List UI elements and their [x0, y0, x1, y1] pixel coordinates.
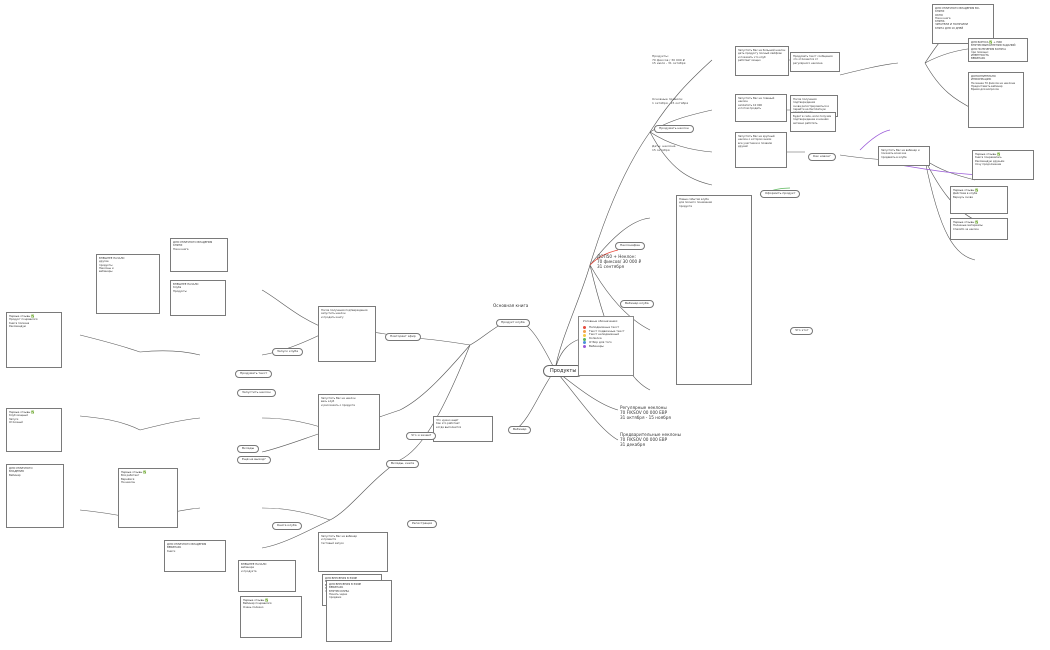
note-box[interactable]: Первые отзывы ✅ Книга понравилась Рекоме…: [972, 150, 1034, 180]
legend-item: Неподвижные текст: [583, 325, 629, 330]
label-registration[interactable]: Регистрация: [407, 520, 438, 528]
note-box[interactable]: ДЛЯ ОТЛИЧНОГО ВЛАДЕНИЯ КНИГИ Пока книга: [170, 238, 228, 272]
top-branch-item-3[interactable]: Даты: неклона 15 октября: [652, 144, 676, 152]
label-deposits[interactable]: Вклады: [237, 445, 260, 453]
note-box[interactable]: ДЛЯ ОТЛИЧНОГО ВЛАДЕНИЯ ВЕБИНАРА Книги: [164, 540, 226, 572]
note-box[interactable]: Запустить Вас на неклон весь клуб и расс…: [318, 394, 380, 450]
branch-left-top[interactable]: Основная книга: [493, 303, 529, 308]
note-box[interactable]: Первые отзывы ✅ Клуб мощный Запуск Отлич…: [6, 408, 62, 452]
legend-dot: [583, 333, 586, 337]
legend-item: Вебинары: [583, 344, 629, 349]
note-box[interactable]: Первые отзывы ✅ Продукт понравился Книга…: [6, 312, 62, 368]
legend-item: Текст подвижные текст: [583, 329, 629, 334]
pill-deposits-book[interactable]: Вклады, книга: [386, 460, 420, 468]
note-box[interactable]: Запустить Вас на вебинар и провести тест…: [318, 532, 388, 572]
note-box[interactable]: ВНЕШНЕЕ НАЧАЛО Клуба Продукты: [170, 280, 226, 316]
note-box[interactable]: ВНЕШНЕЕ НАЧАЛО вебинара и продукта: [238, 560, 296, 592]
legend-item: Текст неподвижный: [583, 333, 629, 337]
legend-dot: [583, 341, 586, 345]
label-webinar[interactable]: Вебинар клуба: [620, 300, 654, 308]
note-box[interactable]: Первые отзывы ✅ Всё работает Вернёмся На…: [118, 468, 178, 528]
note-box[interactable]: Новые события клуба для полного понимани…: [676, 195, 752, 385]
branch-right-mid2[interactable]: Предварительные неклоны 70 FIKSOV 00 000…: [620, 432, 681, 447]
legend-item: Копилка: [583, 336, 629, 341]
top-branch-item-1[interactable]: Продукты: 70 фиксов / 30 000 ₽ 15 июля -…: [652, 54, 686, 66]
top-branch-label[interactable]: Неклонифан: [615, 242, 645, 250]
note-box[interactable]: Запустить Вас на крупный неклон о которо…: [735, 132, 787, 168]
note-box[interactable]: Что нужно ещё? Как это работает когда вы…: [433, 416, 493, 442]
note-box[interactable]: ДЛЯ ОТЛИЧНОГО ВЛАДЕНИЯ ВО- КНИГИ ОКНО По…: [932, 4, 994, 44]
note-box[interactable]: Запустить Вас на главный неклон заплатит…: [735, 94, 787, 122]
note-box[interactable]: ДЛЯ БОНУСА ✅ + НИК ВНУТРИ ВЫПОЛНЕНИЯ ЗАД…: [968, 38, 1028, 62]
legend-dot: [583, 329, 586, 333]
legend-item: Отбор для того: [583, 340, 629, 345]
note-box[interactable]: Будет в силе, если получим подтверждение…: [790, 112, 836, 132]
label-launch-neklon[interactable]: Запустить неклон: [237, 389, 276, 397]
note-box[interactable]: После получения подтверждения снова реги…: [790, 95, 838, 117]
legend-dot: [583, 337, 586, 341]
note-box[interactable]: Первые отзывы ✅ Полезные материалы Спаси…: [950, 218, 1008, 240]
branch-left-bottom[interactable]: Вебинар: [508, 426, 532, 434]
note-box[interactable]: ВНЕШНЕЕ НАЧАЛО другие продукты Неклоны и…: [96, 254, 160, 314]
legend-box: Условные обозначения: Неподвижные текст …: [578, 316, 634, 376]
branch-left-product[interactable]: Продукт клуба: [496, 319, 530, 327]
label-think-text[interactable]: Продумать текст: [235, 370, 273, 378]
label-book[interactable]: Книга клуба: [272, 522, 302, 530]
legend-dot: [583, 345, 586, 349]
branch-upper[interactable]: ДОП50 + Неклон: 70 фиксов/ 30 000 ₽ 31 с…: [597, 254, 642, 269]
label-what-why[interactable]: Что и зачем?: [406, 432, 437, 440]
pill-what-is[interactable]: Что это?: [790, 327, 814, 335]
legend-title: Условные обозначения:: [583, 319, 618, 323]
legend-dot: [583, 326, 586, 330]
root-node[interactable]: Продукты: [543, 365, 584, 377]
note-box[interactable]: Запустить Вас на большой неклон дать про…: [735, 46, 789, 76]
pill-repeat-ether[interactable]: Повторяет эфир: [385, 333, 421, 341]
note-box[interactable]: Запустить Вас на вебинар и показать всем…: [878, 146, 930, 166]
top-branch-item-2[interactable]: Основные правила: 1 октября - 15 октября: [652, 97, 689, 105]
label-club-launch[interactable]: Запуск клуба: [272, 348, 304, 356]
note-box[interactable]: Первые отзывы ✅ Вебинар понравился Очень…: [240, 596, 302, 638]
label-product[interactable]: Оформить продукт: [760, 190, 801, 198]
pill-how-new[interactable]: Как новое?: [808, 153, 836, 161]
note-box[interactable]: ДЛЯ ОТЛИЧНОГО ВЛАДЕНИЯ Вебинар: [6, 464, 64, 528]
note-box[interactable]: Первые отзывы ✅ Действие в клубе Вернусь…: [950, 186, 1008, 214]
label-exit[interactable]: Ещё на выход?: [237, 456, 271, 464]
note-box[interactable]: ДЛЯ ВНЕСЕНИЯ В ЭФИР ВЕБИНАРА ВНУТРИ КЛУБ…: [326, 580, 392, 642]
branch-right-mid1[interactable]: Регулярные неклоны 70 FIKSOV 00 000 ЕВР …: [620, 405, 671, 420]
note-box[interactable]: ДОПОЛНИТЕЛЬНО ИНФОРМАЦИЯ: Не менее 70 фи…: [968, 72, 1024, 128]
note-box[interactable]: Продумать текст сообщения что отличается…: [790, 52, 840, 72]
root-title: Продукты: [550, 368, 577, 374]
pill-think-neklon[interactable]: Продумать неклон: [654, 125, 694, 133]
note-box[interactable]: После получения подтверждения запустить …: [318, 306, 376, 362]
